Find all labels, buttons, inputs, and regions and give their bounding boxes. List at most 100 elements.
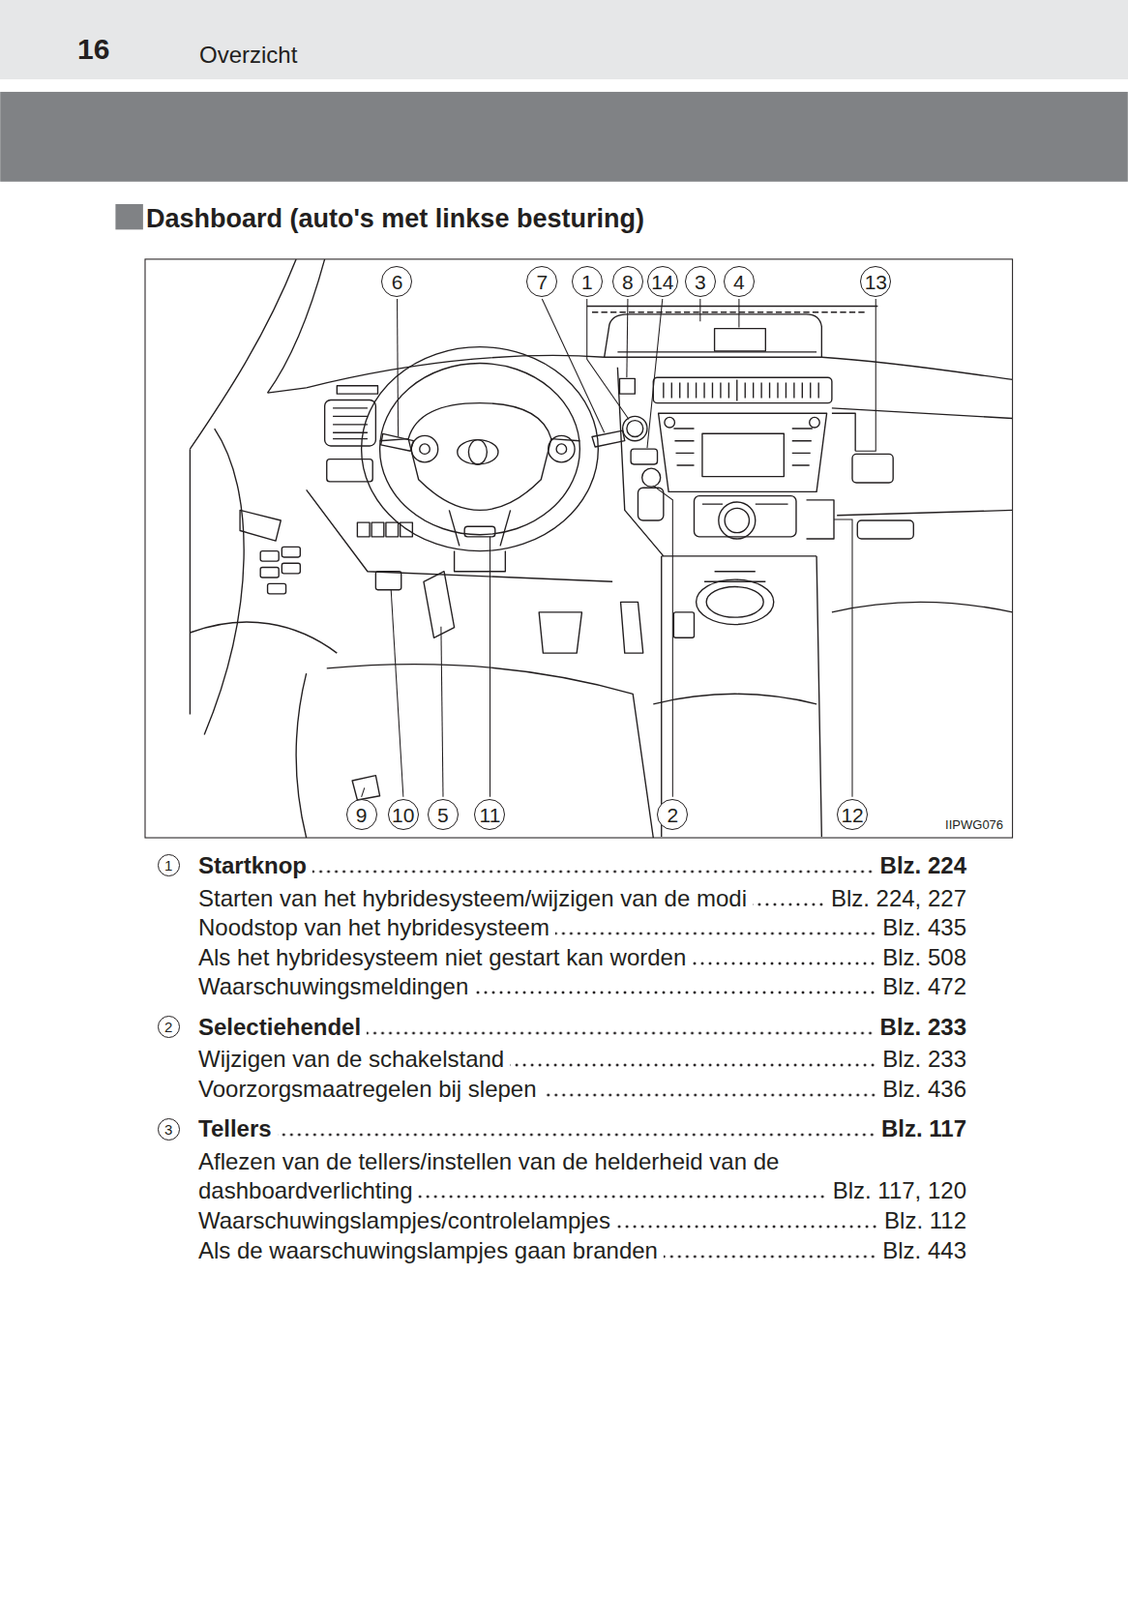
- callout-number: 5: [427, 799, 459, 831]
- line-art: [281, 546, 300, 558]
- dot-leader: [616, 1223, 879, 1230]
- line-art: [408, 403, 552, 511]
- item-text: Wijzigen van de schakelstand: [198, 1045, 505, 1073]
- line-art: [541, 298, 604, 433]
- page-reference: Blz. 443: [882, 1237, 967, 1265]
- page-reference: Blz. 224: [880, 852, 967, 880]
- line-art: [718, 502, 756, 539]
- line-art: [260, 566, 279, 578]
- dot-leader: [555, 930, 877, 937]
- page-reference: Blz. 117: [881, 1115, 967, 1143]
- line-art: [831, 601, 1013, 613]
- line-art: [693, 496, 796, 537]
- line-art: [380, 363, 581, 535]
- line-art: [397, 298, 399, 437]
- page-reference: Blz. 233: [882, 1045, 967, 1073]
- item-text: Waarschuwingsmeldingen: [198, 973, 469, 1001]
- line-art: [306, 489, 613, 582]
- line-art: [538, 612, 582, 654]
- line-art: [738, 298, 740, 328]
- dot-leader: [542, 1092, 878, 1099]
- list-number: 3: [157, 1118, 180, 1141]
- line-art: [189, 448, 191, 714]
- dot-leader: [417, 1193, 827, 1200]
- callout-number: 9: [346, 799, 378, 831]
- line-art: [714, 328, 767, 352]
- item-text: Tellers: [198, 1115, 272, 1143]
- line-art: [267, 259, 326, 393]
- line-art: [647, 298, 663, 448]
- line-art: [448, 509, 510, 546]
- line-art: [375, 571, 401, 591]
- dot-leader: [277, 1131, 876, 1138]
- line-art: [626, 420, 644, 438]
- line-art: [626, 298, 628, 378]
- line-art: [592, 430, 625, 447]
- line-art: [653, 693, 817, 705]
- line-art: [702, 503, 789, 505]
- page-reference: Blz. 436: [882, 1075, 967, 1103]
- line-art: [281, 563, 300, 574]
- line-art: [587, 298, 629, 419]
- section-title: Dashboard (auto's met linkse besturing): [146, 203, 645, 235]
- callout-number: 12: [836, 799, 868, 831]
- callout-number: 8: [612, 266, 644, 297]
- line-art: [464, 526, 496, 537]
- illustration-frame: [145, 259, 1013, 838]
- dot-leader: [691, 960, 877, 967]
- line-art: [724, 507, 749, 533]
- line-art: [454, 551, 506, 572]
- line-art: [361, 347, 599, 552]
- line-art: [400, 522, 414, 537]
- page-reference: Blz. 112: [884, 1207, 967, 1235]
- line-art: [806, 500, 834, 539]
- line-art: [326, 459, 373, 482]
- line-art: [831, 413, 856, 451]
- line-art: [836, 509, 1012, 515]
- line-art: [630, 448, 657, 465]
- callout-number: 10: [387, 799, 419, 831]
- line-art: [658, 413, 828, 492]
- line-art: [673, 612, 694, 638]
- item-text: Voorzorgsmaatregelen bij slepen: [198, 1075, 537, 1103]
- line-art: [619, 378, 635, 394]
- line-art: [706, 587, 764, 619]
- header-band: [0, 91, 1128, 182]
- item-text: Selectiehendel: [198, 1013, 361, 1041]
- line-art: [361, 787, 365, 797]
- callout-number: 13: [860, 266, 891, 297]
- item-text: Startknop: [198, 852, 307, 880]
- leader-lines: [361, 298, 877, 798]
- line-art: [204, 428, 244, 735]
- figure-code: IIPWG076: [945, 817, 1004, 833]
- line-art: [623, 415, 648, 441]
- line-art: [587, 305, 879, 307]
- line-art: [441, 626, 444, 798]
- page-reference: Blz. 435: [882, 914, 967, 942]
- line-art: [267, 387, 307, 393]
- line-art: [592, 311, 868, 313]
- item-text: Waarschuwingslampjes/controlelampjes: [198, 1207, 611, 1235]
- page-reference: Blz. 224, 227: [831, 885, 967, 913]
- line-art: [663, 379, 819, 401]
- line-art: [189, 259, 297, 449]
- line-art: [821, 356, 1012, 380]
- line-art: [423, 571, 455, 639]
- line-art: [664, 416, 676, 428]
- header-band: 16Overzicht: [0, 0, 1128, 80]
- page-number: 16: [77, 32, 110, 66]
- line-art: [604, 314, 823, 357]
- line-art: [642, 468, 661, 487]
- line-art: [296, 673, 307, 838]
- line-art: [653, 377, 832, 403]
- dot-leader: [366, 1030, 875, 1037]
- line-art: [332, 408, 368, 440]
- line-art: [381, 433, 415, 451]
- line-art: [696, 579, 774, 624]
- dot-leader: [663, 1253, 877, 1260]
- item-text: Als de waarschuwingslampjes gaan branden: [198, 1237, 658, 1265]
- dot-leader: [312, 868, 875, 875]
- line-art: [621, 601, 644, 654]
- callout-number: 4: [723, 266, 755, 297]
- line-art: [260, 551, 279, 563]
